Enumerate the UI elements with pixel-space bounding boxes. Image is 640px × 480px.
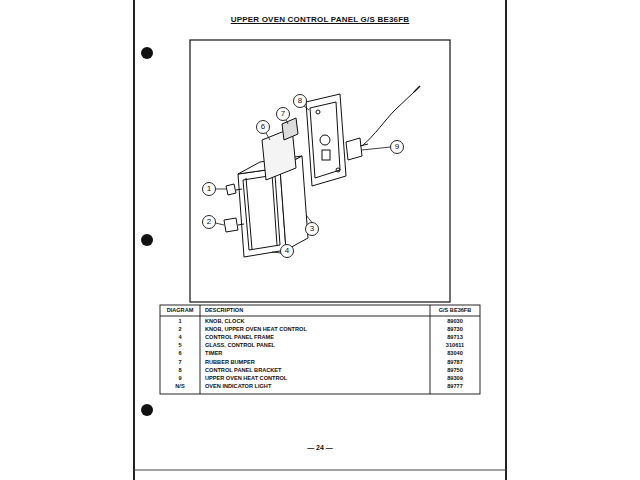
table-cell: 1: [178, 319, 181, 325]
table-cell: KNOB, UPPER OVEN HEAT CONTROL: [205, 327, 307, 333]
table-cell: RUBBER BUMPER: [205, 360, 255, 366]
table-cell: KNOB, CLOCK: [205, 319, 244, 325]
callout-number: 4: [285, 247, 289, 255]
callout-number: 1: [207, 185, 211, 193]
table-cell: OVEN INDICATOR LIGHT: [205, 384, 271, 390]
table-header: DESCRIPTION: [205, 308, 243, 314]
table-cell: UPPER OVEN HEAT CONTROL: [205, 376, 287, 382]
table-cell: 89787: [447, 360, 463, 366]
table-cell: 89730: [447, 327, 463, 333]
callout-number: 6: [261, 123, 265, 131]
table-header: G/S BE36FB: [439, 308, 472, 314]
table-cell: 89777: [447, 384, 463, 390]
callout-number: 7: [281, 110, 285, 118]
table-cell: 6: [178, 351, 181, 357]
table-cell: 83040: [447, 351, 463, 357]
callout-number: 3: [310, 225, 314, 233]
table-cell: CONTROL PANEL BRACKET: [205, 368, 281, 374]
table-header: DIAGRAM: [167, 308, 194, 314]
table-cell: 8: [178, 368, 181, 374]
table-cell: 89030: [447, 319, 463, 325]
table-cell: 310611: [446, 343, 464, 349]
table-cell: 9: [178, 376, 181, 382]
callout-number: 2: [207, 218, 211, 226]
table-cell: 5: [178, 343, 181, 349]
table-cell: 4: [178, 335, 181, 341]
page-title: UPPER OVEN CONTROL PANEL G/S BE36FB: [231, 16, 410, 24]
table-cell: 7: [178, 360, 181, 366]
callout-number: 9: [395, 143, 399, 151]
table-cell: N/S: [175, 384, 184, 390]
table-cell: 2: [178, 327, 181, 333]
table-cell: CONTROL PANEL FRAME: [205, 335, 274, 341]
callout-number: 8: [298, 97, 302, 105]
table-cell: GLASS, CONTROL PANEL: [205, 343, 275, 349]
table-cell: 89750: [447, 368, 463, 374]
page-number: — 24 —: [307, 444, 333, 451]
table-cell: 89713: [447, 335, 463, 341]
table-cell: TIMER: [205, 351, 222, 357]
table-cell: 89309: [447, 376, 463, 382]
